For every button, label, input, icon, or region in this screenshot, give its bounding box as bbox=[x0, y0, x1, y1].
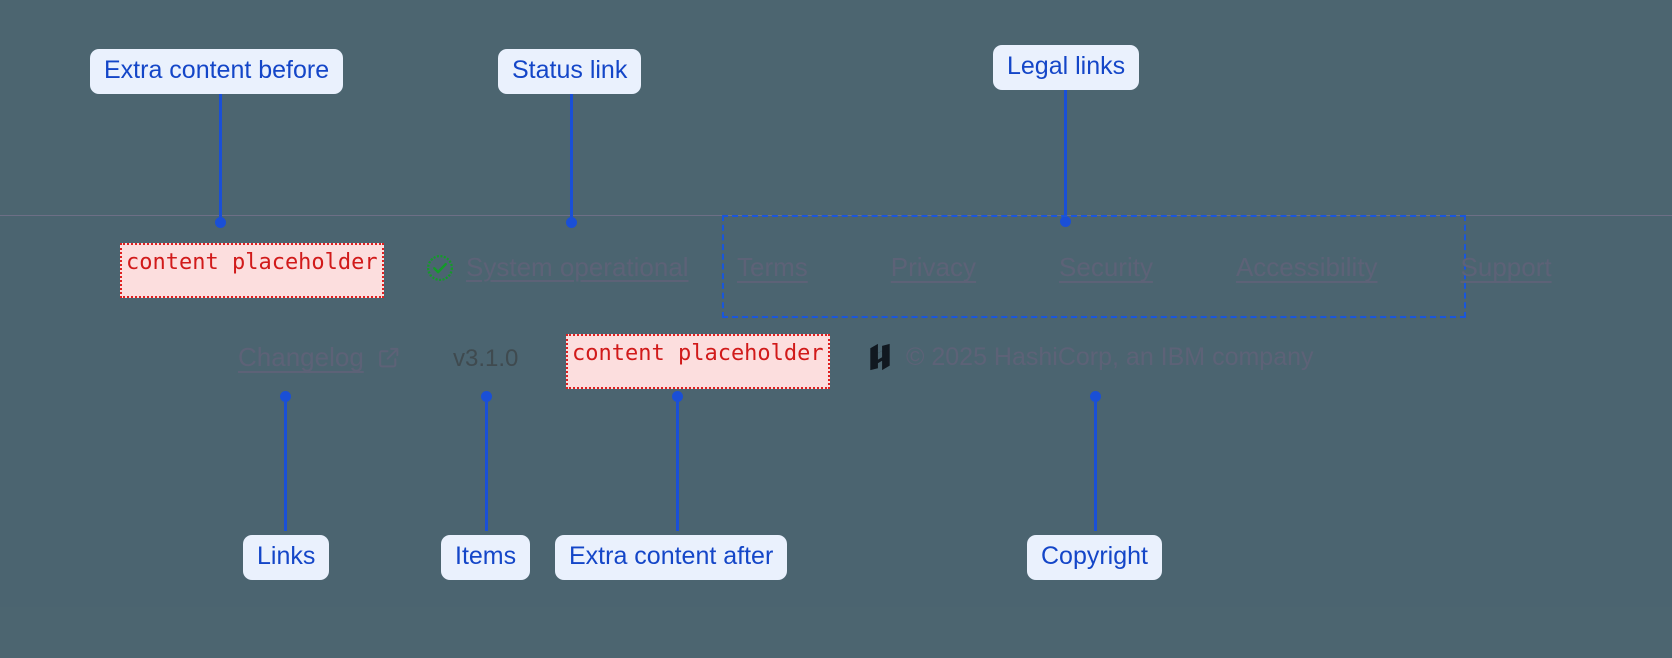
legal-links-group: Terms Privacy Security Accessibility Sup… bbox=[737, 252, 1552, 283]
changelog-label: Changelog bbox=[238, 342, 364, 372]
external-link-icon bbox=[376, 345, 401, 370]
leader-line-legal-links bbox=[1064, 86, 1067, 222]
leader-line-copyright bbox=[1094, 396, 1097, 531]
legal-link-terms[interactable]: Terms bbox=[737, 252, 808, 282]
legal-link-privacy[interactable]: Privacy bbox=[890, 252, 977, 282]
status-link-label: System operational bbox=[466, 252, 689, 282]
leader-line-status-link bbox=[570, 90, 573, 222]
status-link[interactable]: System operational bbox=[425, 252, 689, 283]
leader-line-items bbox=[485, 396, 488, 531]
hashicorp-logo bbox=[866, 342, 894, 372]
leader-line-extra-content-after bbox=[676, 396, 679, 531]
legal-link-support[interactable]: Support bbox=[1460, 252, 1552, 282]
extra-content-before-placeholder: content placeholder bbox=[120, 243, 384, 298]
copyright-text: © 2025 HashiCorp, an IBM company bbox=[906, 342, 1314, 371]
annotation-items: Items bbox=[441, 535, 531, 580]
changelog-link[interactable]: Changelog bbox=[238, 342, 401, 373]
copyright-block: © 2025 HashiCorp, an IBM company bbox=[866, 342, 1314, 372]
annotation-extra-content-before: Extra content before bbox=[90, 49, 344, 94]
annotation-extra-content-after: Extra content after bbox=[555, 535, 788, 580]
annotation-links: Links bbox=[243, 535, 330, 580]
leader-dot-status-link bbox=[566, 217, 577, 228]
annotation-legal-links: Legal links bbox=[993, 45, 1140, 90]
legal-link-accessibility[interactable]: Accessibility bbox=[1235, 252, 1378, 282]
extra-content-after-placeholder: content placeholder bbox=[566, 334, 830, 389]
leader-dot-extra-content-before bbox=[215, 217, 226, 228]
leader-line-links bbox=[284, 396, 287, 531]
leader-dot-legal-links bbox=[1060, 216, 1071, 227]
leader-line-extra-content-before bbox=[219, 90, 222, 222]
annotation-copyright: Copyright bbox=[1027, 535, 1162, 580]
annotation-status-link: Status link bbox=[498, 49, 642, 94]
legal-link-security[interactable]: Security bbox=[1059, 252, 1153, 282]
version-label: v3.1.0 bbox=[453, 345, 519, 372]
circle-check-icon bbox=[425, 253, 455, 283]
